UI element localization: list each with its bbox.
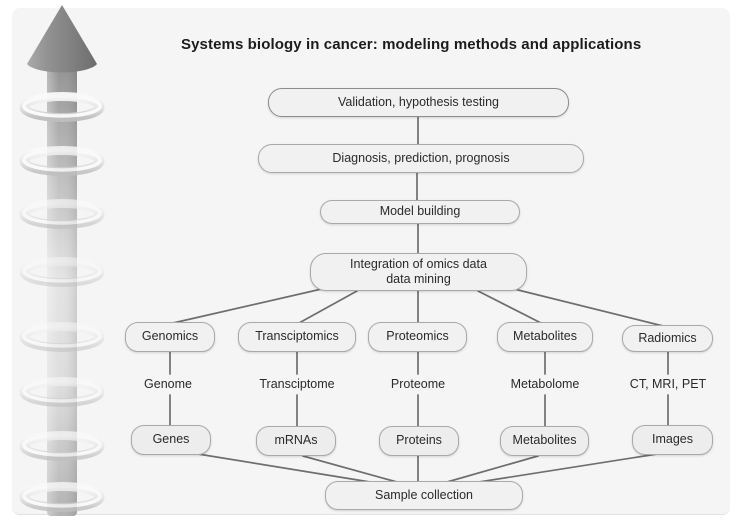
node-genes: Genes (131, 425, 211, 455)
label-ct-mri-pet: CT, MRI, PET (617, 376, 719, 392)
node-genomics: Genomics (125, 322, 215, 352)
figure-title: Systems biology in cancer: modeling meth… (181, 36, 642, 53)
label-genome: Genome (128, 376, 208, 392)
node-mrnas: mRNAs (256, 426, 336, 456)
integration-line-2: data mining (386, 272, 451, 286)
label-metabolome: Metabolome (498, 376, 592, 392)
label-transciptome: Transciptome (246, 376, 348, 392)
connector-lines (169, 116, 669, 483)
node-integration: Integration of omics data data mining (310, 253, 527, 291)
label-proteome: Proteome (378, 376, 458, 392)
node-images: Images (632, 425, 713, 455)
node-transciptomics: Transciptomics (238, 322, 356, 352)
up-arrow-icon (19, 5, 105, 516)
node-diagnosis: Diagnosis, prediction, prognosis (258, 144, 584, 173)
node-proteins: Proteins (379, 426, 459, 456)
node-validation: Validation, hypothesis testing (268, 88, 569, 117)
node-sample-collection: Sample collection (325, 481, 523, 510)
node-metabolites-entity: Metabolites (500, 426, 589, 456)
node-radiomics: Radiomics (622, 325, 713, 352)
integration-line-1: Integration of omics data (350, 256, 487, 271)
node-proteomics: Proteomics (368, 322, 467, 352)
node-metabolites: Metabolites (497, 322, 593, 352)
node-model-building: Model building (320, 200, 520, 224)
